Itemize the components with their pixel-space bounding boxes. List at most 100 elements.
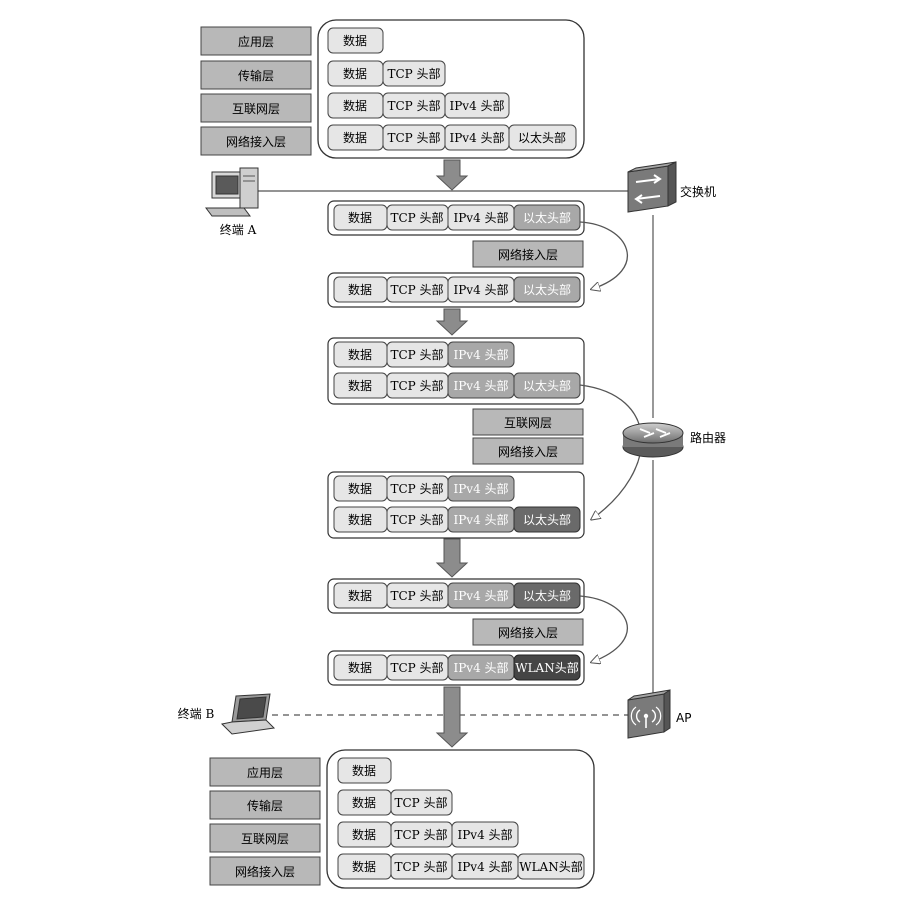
tcp-header-cell-label: TCP 头部 — [390, 210, 443, 225]
ipv4-header-cell-label: IPv4 头部 — [453, 282, 508, 297]
switch-process-label: 网络接入层 — [498, 247, 558, 262]
ethernet-header-cell-label: 以太头部 — [523, 512, 571, 527]
ipv4-header-cell-label: IPv4 头部 — [453, 378, 508, 393]
tcp-header-cell-label: TCP 头部 — [394, 795, 447, 810]
source-row-internet: 数据 TCP 头部 IPv4 头部 — [327, 92, 510, 119]
destination-row-transport: 数据 TCP 头部 — [337, 789, 453, 816]
ipv4-header-cell-label: IPv4 头部 — [453, 481, 508, 496]
data-cell-label: 数据 — [348, 210, 372, 225]
source-layer-application: 应用层 — [238, 34, 274, 49]
router-in-row-internet: 数据 TCP 头部 IPv4 头部 — [333, 341, 515, 368]
router-process-box-network-access — [472, 437, 584, 465]
data-cell-label: 数据 — [348, 481, 372, 496]
terminal-b-label: 终端 B — [178, 706, 215, 721]
ipv4-header-cell-label: IPv4 头部 — [457, 859, 512, 874]
ap-label: AP — [676, 711, 691, 725]
tcp-header-cell-label: TCP 头部 — [390, 378, 443, 393]
ipv4-header-cell-label: IPv4 头部 — [449, 130, 504, 145]
switch-label: 交换机 — [680, 184, 716, 199]
source-layer-network-access: 网络接入层 — [226, 134, 286, 149]
data-cell-label: 数据 — [348, 512, 372, 527]
ipv4-header-cell-label: IPv4 头部 — [453, 210, 508, 225]
source-row-transport: 数据 TCP 头部 — [327, 60, 446, 87]
ethernet-header-cell-label: 以太头部 — [523, 210, 571, 225]
source-row-application: 数据 — [327, 27, 384, 54]
down-arrow-1 — [435, 159, 469, 191]
router-icon — [622, 422, 684, 458]
ipv4-header-cell-label: IPv4 头部 — [453, 588, 508, 603]
terminal-a-label: 终端 A — [220, 222, 257, 237]
data-cell-label: 数据 — [352, 859, 376, 874]
tcp-header-cell-label: TCP 头部 — [387, 98, 440, 113]
data-cell-label: 数据 — [348, 588, 372, 603]
ipv4-header-cell-label: IPv4 头部 — [453, 512, 508, 527]
data-cell-label: 数据 — [348, 282, 372, 297]
ipv4-header-cell-label: IPv4 头部 — [453, 347, 508, 362]
data-cell-label: 数据 — [343, 98, 367, 113]
router-process-box-internet — [472, 408, 584, 436]
source-stack-frame — [317, 19, 585, 159]
laptop-icon — [220, 693, 276, 735]
ap-out-row: 数据 TCP 头部 IPv4 头部 WLAN头部 — [333, 654, 581, 681]
tcp-header-cell-label: TCP 头部 — [390, 282, 443, 297]
tcp-header-cell-label: TCP 头部 — [390, 588, 443, 603]
router-out-row-internet: 数据 TCP 头部 IPv4 头部 — [333, 475, 515, 502]
router-in-row-network-access: 数据 TCP 头部 IPv4 头部 以太头部 — [333, 372, 581, 399]
router-out-row-network-access: 数据 TCP 头部 IPv4 头部 以太头部 — [333, 506, 581, 533]
ipv4-header-cell-label: IPv4 头部 — [457, 827, 512, 842]
switch-icon — [627, 161, 677, 213]
source-row-network-access: 数据 TCP 头部 IPv4 头部 以太头部 — [327, 124, 577, 151]
ethernet-header-cell-label: 以太头部 — [523, 282, 571, 297]
tcp-header-cell-label: TCP 头部 — [394, 827, 447, 842]
wlan-header-cell-label: WLAN头部 — [515, 660, 578, 675]
destination-layer-network-access: 网络接入层 — [235, 864, 295, 879]
access-point-icon — [627, 689, 671, 739]
data-cell-label: 数据 — [352, 763, 376, 778]
data-cell-label: 数据 — [348, 378, 372, 393]
router-label: 路由器 — [690, 430, 726, 445]
source-layer-labels: 应用层 传输层 互联网层 网络接入层 — [200, 26, 312, 156]
destination-layer-internet: 互联网层 — [241, 832, 289, 846]
destination-row-network-access: 数据 TCP 头部 IPv4 头部 WLAN头部 — [337, 853, 585, 880]
tcp-header-cell-label: TCP 头部 — [387, 130, 440, 145]
destination-row-internet: 数据 TCP 头部 IPv4 头部 — [337, 821, 519, 848]
wlan-header-cell-label: WLAN头部 — [519, 859, 582, 874]
desktop-computer-icon — [205, 167, 259, 217]
down-arrow-2 — [435, 308, 469, 336]
switch-in-row: 数据 TCP 头部 IPv4 头部 以太头部 — [333, 204, 581, 231]
switch-out-row: 数据 TCP 头部 IPv4 头部 以太头部 — [333, 276, 581, 303]
router-process-label-internet: 互联网层 — [504, 416, 552, 430]
destination-row-application: 数据 — [337, 757, 392, 784]
tcp-header-cell-label: TCP 头部 — [387, 66, 440, 81]
data-cell-label: 数据 — [343, 66, 367, 81]
data-cell-label: 数据 — [343, 130, 367, 145]
destination-layer-transport: 传输层 — [247, 798, 283, 813]
source-layer-transport: 传输层 — [238, 68, 274, 83]
switch-process-box — [472, 240, 584, 268]
down-arrow-3 — [435, 538, 469, 578]
router-process-label-network-access: 网络接入层 — [498, 444, 558, 459]
tcp-header-cell-label: TCP 头部 — [390, 481, 443, 496]
data-cell-label: 数据 — [348, 660, 372, 675]
destination-layer-application: 应用层 — [247, 765, 283, 780]
ap-process-label: 网络接入层 — [498, 625, 558, 640]
data-cell-label: 数据 — [343, 33, 367, 48]
data-cell-label: 数据 — [352, 827, 376, 842]
ethernet-header-cell-label: 以太头部 — [523, 588, 571, 603]
ethernet-header-cell-label: 以太头部 — [518, 130, 566, 145]
ap-curve-arrow — [579, 595, 628, 662]
tcp-header-cell-label: TCP 头部 — [390, 347, 443, 362]
ipv4-header-cell-label: IPv4 头部 — [449, 98, 504, 113]
tcp-header-cell-label: TCP 头部 — [394, 859, 447, 874]
source-layer-internet: 互联网层 — [232, 102, 280, 116]
ap-in-row: 数据 TCP 头部 IPv4 头部 以太头部 — [333, 582, 581, 609]
data-cell-label: 数据 — [352, 795, 376, 810]
data-cell-label: 数据 — [348, 347, 372, 362]
destination-layer-labels: 应用层 传输层 互联网层 网络接入层 — [209, 757, 321, 886]
tcp-header-cell-label: TCP 头部 — [390, 660, 443, 675]
ap-process-box — [472, 618, 584, 646]
ethernet-header-cell-label: 以太头部 — [523, 378, 571, 393]
down-arrow-4 — [435, 686, 469, 748]
switch-curve-arrow — [579, 221, 628, 289]
